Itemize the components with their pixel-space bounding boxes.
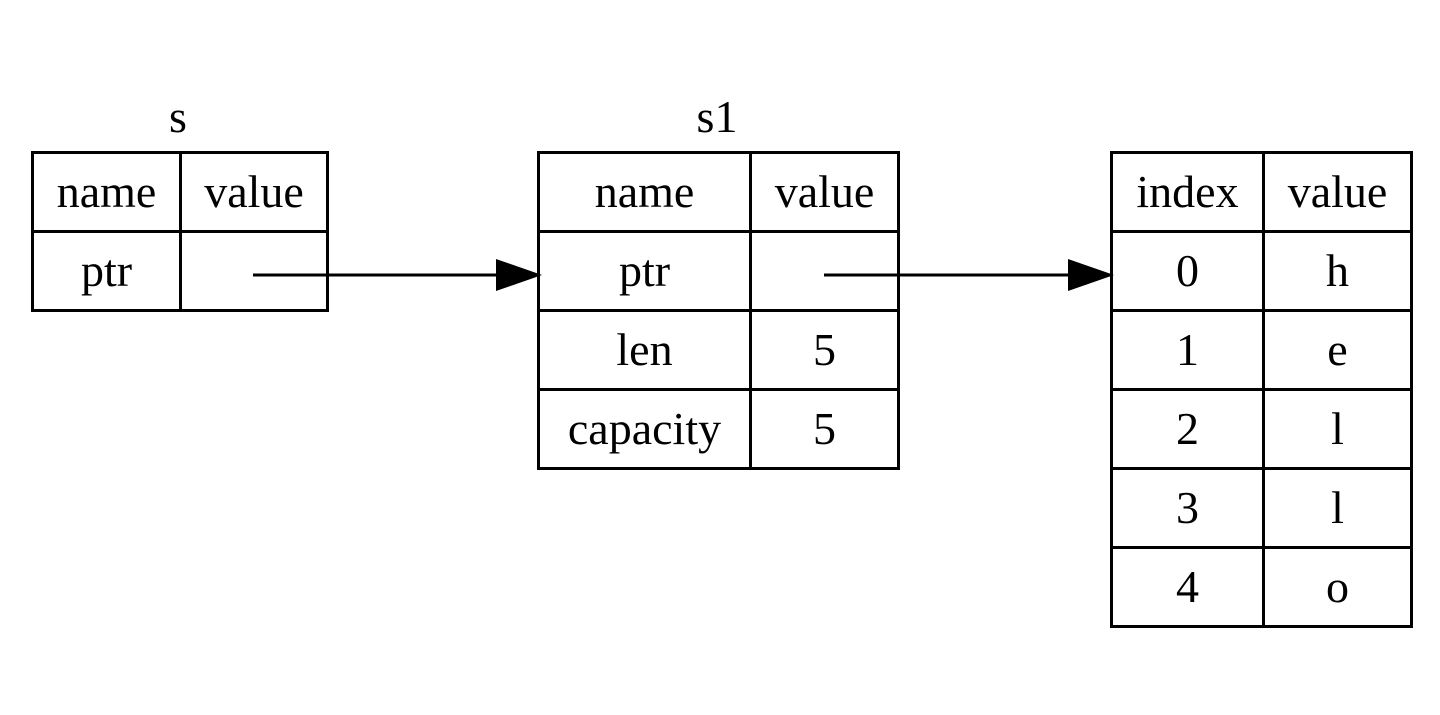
table-cell: ptr (31, 230, 182, 312)
table-s-title: s (169, 91, 187, 142)
header-cell: value (749, 151, 900, 233)
header-cell: name (537, 151, 752, 233)
table-row: ptr (31, 230, 329, 312)
header-cell: index (1110, 151, 1265, 233)
table-row: ptr (537, 230, 900, 312)
arrow-s1-to-heap (824, 259, 1114, 291)
table-cell: e (1262, 309, 1413, 391)
table-cell: len (537, 309, 752, 391)
table-s1: name value ptr len 5 capacity 5 (537, 151, 900, 470)
table-row: 3 l (1110, 467, 1413, 549)
table-row: 4 o (1110, 546, 1413, 628)
table-row: 1 e (1110, 309, 1413, 391)
table-row: 2 l (1110, 388, 1413, 470)
table-heap: index value 0 h 1 e 2 l 3 l 4 o (1110, 151, 1413, 628)
table-cell (179, 230, 329, 312)
table-row: name value (31, 151, 329, 233)
table-cell (749, 230, 900, 312)
header-cell: name (31, 151, 182, 233)
table-row: index value (1110, 151, 1413, 233)
table-cell: ptr (537, 230, 752, 312)
table-cell: 0 (1110, 230, 1265, 312)
table-cell: h (1262, 230, 1413, 312)
table-cell: 5 (749, 309, 900, 391)
table-cell: o (1262, 546, 1413, 628)
table-cell: 1 (1110, 309, 1265, 391)
table-s: name value ptr (31, 151, 329, 312)
table-row: capacity 5 (537, 388, 900, 470)
table-row: 0 h (1110, 230, 1413, 312)
table-s1-title: s1 (696, 91, 738, 142)
table-row: len 5 (537, 309, 900, 391)
table-cell: 5 (749, 388, 900, 470)
table-cell: 2 (1110, 388, 1265, 470)
header-cell: value (1262, 151, 1413, 233)
table-cell: l (1262, 467, 1413, 549)
arrow-s-to-s1 (253, 259, 542, 291)
table-cell: 4 (1110, 546, 1265, 628)
table-cell: l (1262, 388, 1413, 470)
table-cell: 3 (1110, 467, 1265, 549)
header-cell: value (179, 151, 329, 233)
table-row: name value (537, 151, 900, 233)
table-cell: capacity (537, 388, 752, 470)
